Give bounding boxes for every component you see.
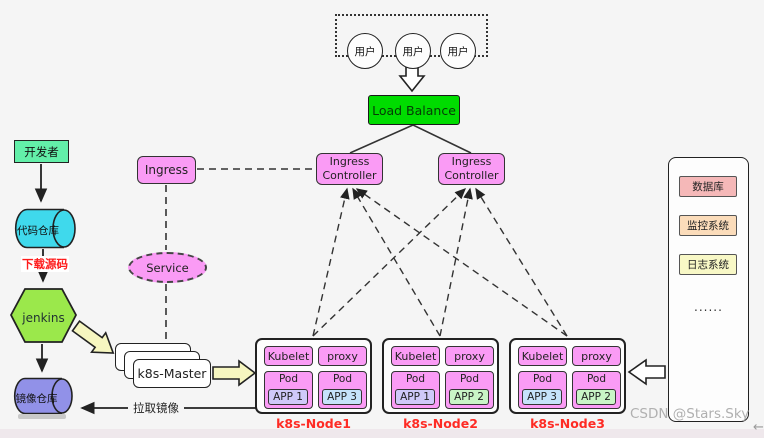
- app-box: APP 2: [449, 389, 489, 405]
- app-box: APP 1: [395, 389, 435, 405]
- dashed-node3-ic1: [355, 188, 568, 337]
- ingress-controller-right: Ingress Controller: [438, 153, 505, 185]
- code-repo-label: 代码仓库: [16, 225, 59, 237]
- node3-box: Kubelet proxy Pod APP 3 Pod APP 2: [509, 338, 626, 414]
- user-label: 用户: [354, 45, 376, 58]
- service-ellipse: Service: [128, 252, 207, 283]
- image-repo-label: 镜像仓库: [15, 392, 58, 405]
- developer-box: 开发者: [14, 140, 69, 163]
- block-arrow-jenkins-to-master: [71, 320, 115, 354]
- image-repo-shadow: [18, 414, 66, 419]
- kubelet-chip: Kubelet: [391, 346, 440, 366]
- download-source-label: 下载源码: [21, 256, 69, 272]
- user-icon: 用户: [395, 33, 431, 69]
- user-label: 用户: [447, 45, 469, 58]
- block-arrow-ext-to-node3: [627, 358, 666, 386]
- bottom-strip: [0, 429, 764, 438]
- users-group-box: 用户 用户 用户: [335, 14, 488, 69]
- node3-label: k8s-Node3: [530, 416, 605, 431]
- app-box: APP 2: [576, 389, 616, 405]
- kubelet-chip: Kubelet: [518, 346, 567, 366]
- pod-box: Pod APP 2: [572, 371, 621, 409]
- load-balance-box: Load Balance: [368, 95, 460, 125]
- node2-box: Kubelet proxy Pod APP 1 Pod APP 2: [382, 338, 499, 414]
- watermark-arrow-icon: ←: [753, 420, 764, 435]
- code-repo-cylinder: 代码仓库: [13, 208, 77, 253]
- line-lb-ic1: [349, 124, 414, 154]
- app-box: APP 3: [522, 389, 562, 405]
- block-arrow-master-to-node1: [212, 359, 257, 387]
- pod-label: Pod: [405, 373, 426, 385]
- pod-label: Pod: [459, 373, 480, 385]
- image-repo-cylinder: 镜像仓库: [12, 377, 75, 419]
- node2-label: k8s-Node2: [403, 416, 478, 431]
- pull-image-label: 拉取镜像: [128, 400, 184, 416]
- pod-box: Pod APP 1: [264, 371, 313, 409]
- monitoring-box: 监控系统: [679, 215, 737, 236]
- watermark-text: CSDN @Stars.Sky: [630, 406, 750, 422]
- database-box: 数据库: [679, 176, 737, 197]
- pod-label: Pod: [332, 373, 353, 385]
- proxy-chip: proxy: [445, 346, 494, 366]
- pod-label: Pod: [278, 373, 299, 385]
- dashed-node3-ic2: [475, 187, 568, 337]
- dashed-node2-ic1: [352, 187, 441, 337]
- app-box: APP 3: [322, 389, 362, 405]
- kubelet-chip: Kubelet: [264, 346, 313, 366]
- user-icon: 用户: [347, 33, 383, 69]
- pod-box: Pod APP 2: [445, 371, 494, 409]
- external-systems-panel: 数据库 监控系统 日志系统 ......: [668, 157, 749, 422]
- pod-label: Pod: [532, 373, 553, 385]
- pod-box: Pod APP 3: [518, 371, 567, 409]
- dashed-node1-ic1: [312, 187, 350, 337]
- ingress-box: Ingress: [137, 156, 196, 184]
- proxy-chip: proxy: [572, 346, 621, 366]
- pod-label: Pod: [586, 373, 607, 385]
- dashed-node2-ic2: [439, 187, 473, 337]
- node1-label: k8s-Node1: [276, 416, 351, 431]
- node1-box: Kubelet proxy Pod APP 1 Pod APP 3: [255, 338, 372, 414]
- user-icon: 用户: [440, 33, 476, 69]
- line-lb-ic2: [412, 124, 472, 154]
- jenkins-hexagon: jenkins: [9, 287, 78, 348]
- pod-box: Pod APP 1: [391, 371, 440, 409]
- app-box: APP 1: [268, 389, 308, 405]
- more-systems-ellipsis: ......: [694, 300, 723, 314]
- k8s-master-box: k8s-Master: [133, 359, 211, 388]
- user-label: 用户: [402, 45, 424, 58]
- ingress-controller-left: Ingress Controller: [316, 153, 383, 185]
- logging-box: 日志系统: [679, 254, 737, 275]
- pod-box: Pod APP 3: [318, 371, 367, 409]
- proxy-chip: proxy: [318, 346, 367, 366]
- jenkins-label: jenkins: [22, 310, 65, 325]
